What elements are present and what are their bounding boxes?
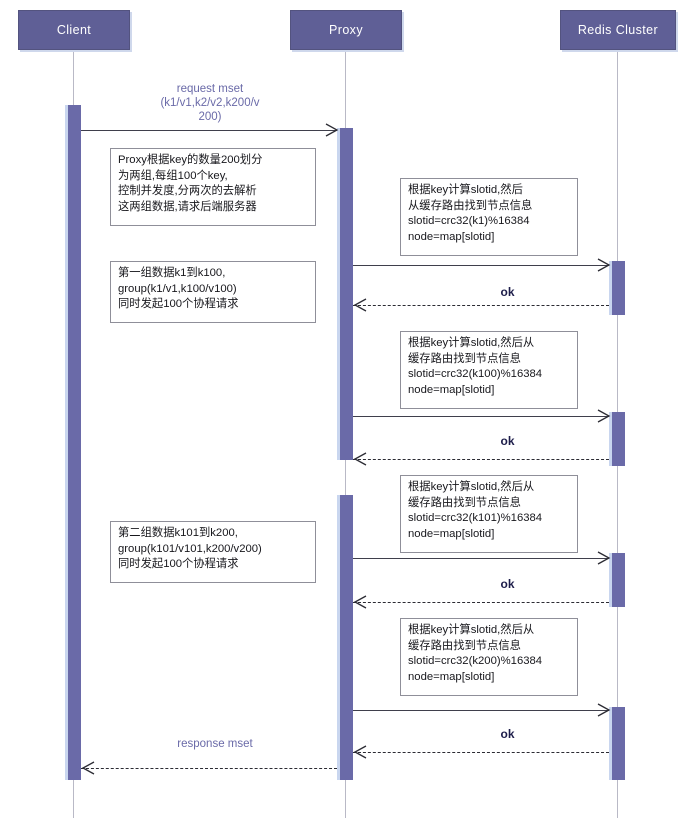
arrow-head-proxy-to-redis-3 xyxy=(597,551,611,565)
proxy-activation-1 xyxy=(337,128,353,460)
redis-activation-2 xyxy=(609,412,625,466)
redis-activation-4 xyxy=(609,707,625,780)
message-label-redis-ok-1: ok xyxy=(500,285,515,299)
message-label-response-mset: response mset xyxy=(177,738,253,750)
note-note-slot-k200: 根据key计算slotid,然后从 缓存路由找到节点信息 slotid=crc3… xyxy=(400,618,578,696)
message-label-redis-ok-4: ok xyxy=(500,727,515,741)
message-line-request-mset[interactable] xyxy=(81,130,337,131)
actor-box-proxy[interactable]: Proxy xyxy=(290,10,402,50)
redis-activation-3 xyxy=(609,553,625,607)
arrow-head-redis-ok-4 xyxy=(353,745,367,759)
actor-box-redis[interactable]: Redis Cluster xyxy=(560,10,676,50)
message-line-response-mset[interactable] xyxy=(81,768,337,769)
arrow-head-proxy-to-redis-1 xyxy=(597,258,611,272)
arrow-head-redis-ok-2 xyxy=(353,452,367,466)
message-line-redis-ok-3[interactable] xyxy=(353,602,609,603)
arrow-head-request-mset xyxy=(325,123,339,137)
redis-activation-1 xyxy=(609,261,625,315)
note-note-slot-k1: 根据key计算slotid,然后 从缓存路由找到节点信息 slotid=crc3… xyxy=(400,178,578,256)
message-label-request-mset: request mset (k1/v1,k2/v2,k200/v 200) xyxy=(160,83,260,123)
note-note-slot-k101: 根据key计算slotid,然后从 缓存路由找到节点信息 slotid=crc3… xyxy=(400,475,578,553)
actor-box-client[interactable]: Client xyxy=(18,10,130,50)
message-line-redis-ok-2[interactable] xyxy=(353,459,609,460)
proxy-activation-2 xyxy=(337,495,353,780)
message-line-redis-ok-1[interactable] xyxy=(353,305,609,306)
message-line-proxy-to-redis-4[interactable] xyxy=(353,710,609,711)
message-label-redis-ok-3: ok xyxy=(500,577,515,591)
arrow-head-proxy-to-redis-4 xyxy=(597,703,611,717)
client-activation xyxy=(65,105,81,780)
message-line-redis-ok-4[interactable] xyxy=(353,752,609,753)
actor-label-client: Client xyxy=(56,23,92,37)
note-note-slot-k100: 根据key计算slotid,然后从 缓存路由找到节点信息 slotid=crc3… xyxy=(400,331,578,409)
actor-label-redis: Redis Cluster xyxy=(577,23,659,37)
message-label-redis-ok-2: ok xyxy=(500,434,515,448)
note-note-group-1: 第一组数据k1到k100, group(k1/v1,k100/v100) 同时发… xyxy=(110,261,316,323)
arrow-head-proxy-to-redis-2 xyxy=(597,409,611,423)
arrow-head-redis-ok-1 xyxy=(353,298,367,312)
arrow-head-response-mset xyxy=(81,761,95,775)
note-note-proxy-split: Proxy根据key的数量200划分 为两组,每组100个key, 控制并发度,… xyxy=(110,148,316,226)
note-note-group-2: 第二组数据k101到k200, group(k101/v101,k200/v20… xyxy=(110,521,316,583)
message-line-proxy-to-redis-3[interactable] xyxy=(353,558,609,559)
arrow-head-redis-ok-3 xyxy=(353,595,367,609)
message-line-proxy-to-redis-1[interactable] xyxy=(353,265,609,266)
message-line-proxy-to-redis-2[interactable] xyxy=(353,416,609,417)
actor-label-proxy: Proxy xyxy=(329,23,363,37)
